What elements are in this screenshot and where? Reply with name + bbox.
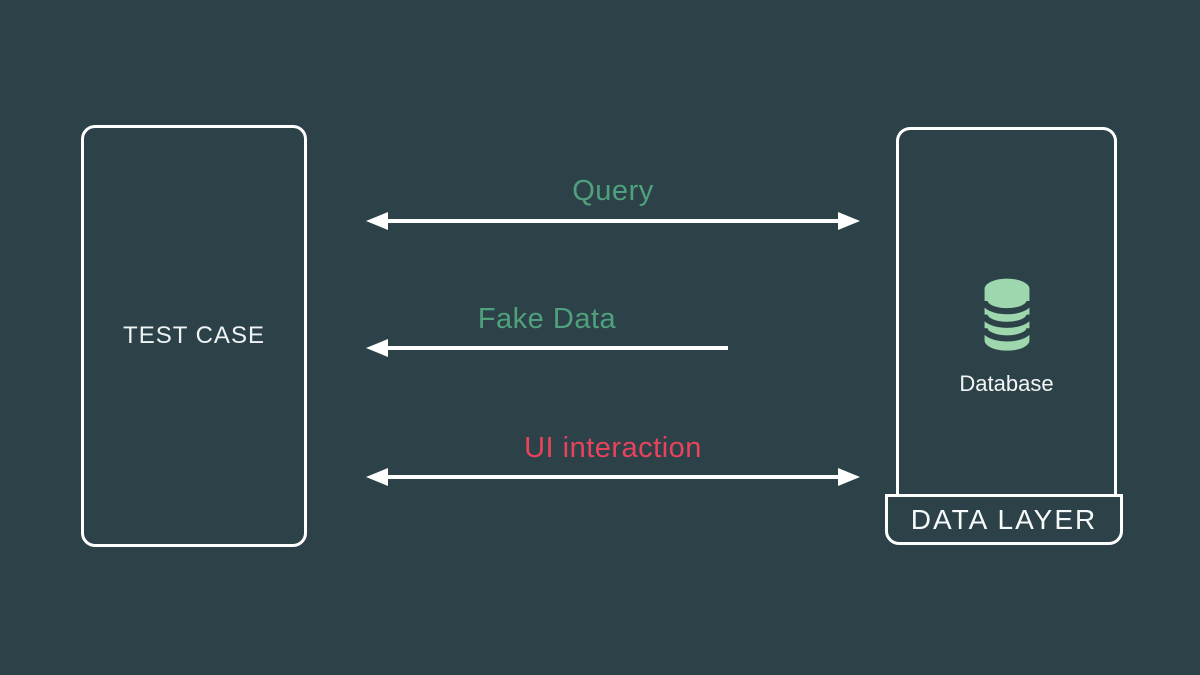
data-layer-footer: DATA LAYER <box>885 494 1123 545</box>
database-label: Database <box>959 371 1054 396</box>
ui-interaction-arrow-label: UI interaction <box>524 432 702 464</box>
fake-data-arrow-label: Fake Data <box>477 303 617 335</box>
test-case-box: TEST CASE <box>81 125 307 547</box>
database-icon <box>981 278 1032 351</box>
data-layer-label: DATA LAYER <box>910 503 1098 535</box>
test-case-label: TEST CASE <box>123 322 265 349</box>
ui-interaction-arrow <box>366 468 860 486</box>
query-arrow <box>366 212 860 230</box>
fake-data-arrow <box>366 339 728 357</box>
query-arrow-label: Query <box>572 175 654 207</box>
data-layer-box: Database <box>896 127 1117 494</box>
